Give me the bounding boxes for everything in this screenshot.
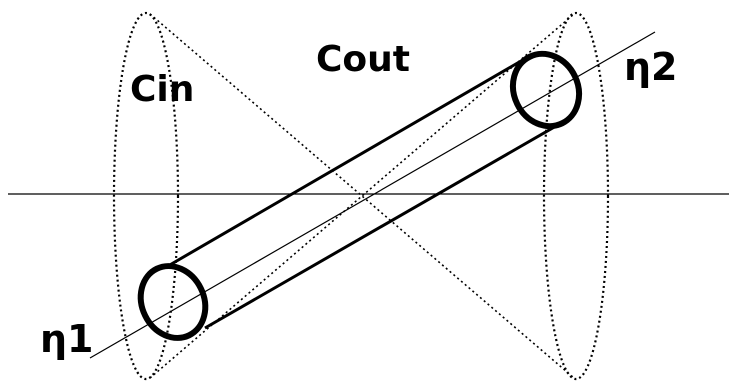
cout-dotted-ellipse [542,11,610,381]
jet-axis [89,31,656,359]
eta2-label: η2 [624,45,678,89]
eta2-ring [509,50,583,130]
eta1-label: η1 [40,317,94,361]
dotted-cone-upper [149,13,575,379]
cone-line-upper-left [167,59,522,268]
cin-dotted-ellipse [112,11,180,381]
eta1-ring [137,263,209,341]
cone-line-lower-left [204,116,571,330]
dotted-cone-lower [149,13,575,379]
cin-label: Cin [130,69,195,110]
cout-label: Cout [316,39,410,80]
